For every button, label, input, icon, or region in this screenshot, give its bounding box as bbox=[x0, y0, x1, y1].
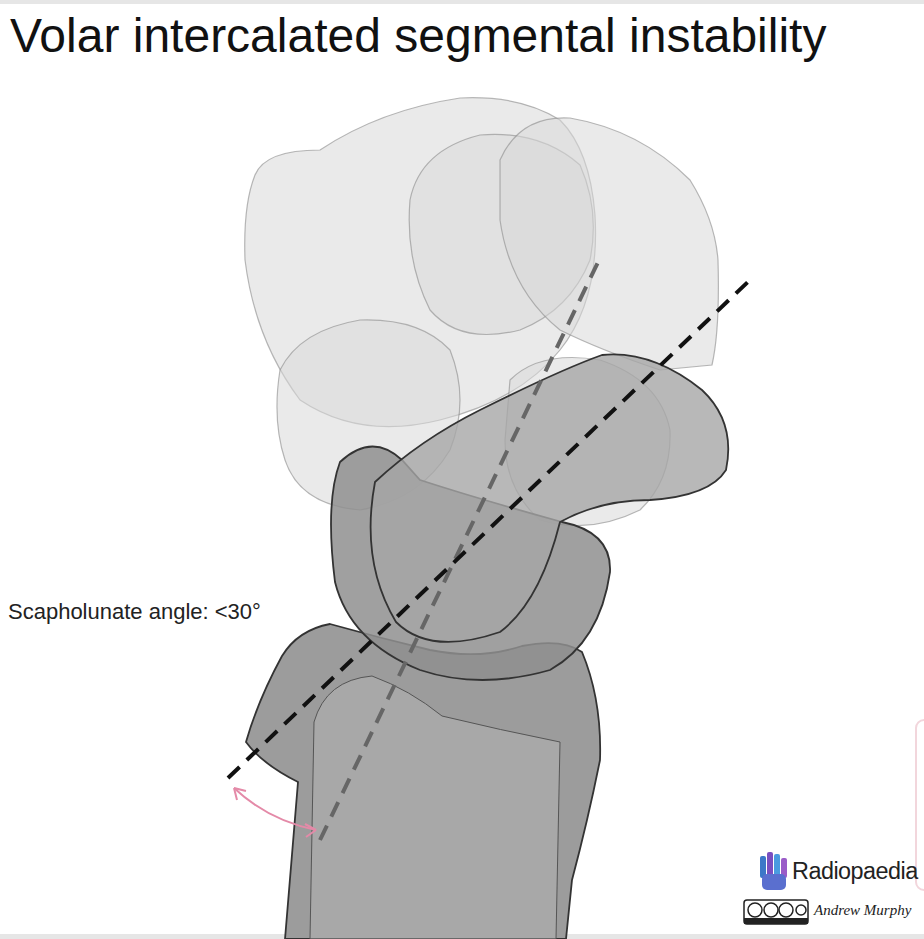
arc-arrowhead bbox=[305, 824, 316, 837]
logo-icon bbox=[760, 852, 787, 890]
top-rule bbox=[0, 0, 924, 4]
watermark-author: Andrew Murphy bbox=[814, 902, 911, 919]
cc-badge bbox=[744, 900, 808, 924]
angle-label: Scapholunate angle: <30° bbox=[8, 599, 261, 625]
angle-arc bbox=[234, 788, 316, 830]
lunate-axis bbox=[320, 258, 600, 840]
scaphoid-bone bbox=[371, 354, 729, 641]
scaphoid-axis bbox=[228, 278, 752, 778]
ulna-overlap bbox=[310, 676, 560, 939]
watermark-logo: Radiopaedia bbox=[792, 858, 918, 885]
arc-arrowhead bbox=[234, 788, 246, 800]
diagram-title: Volar intercalated segmental instability bbox=[10, 8, 826, 63]
